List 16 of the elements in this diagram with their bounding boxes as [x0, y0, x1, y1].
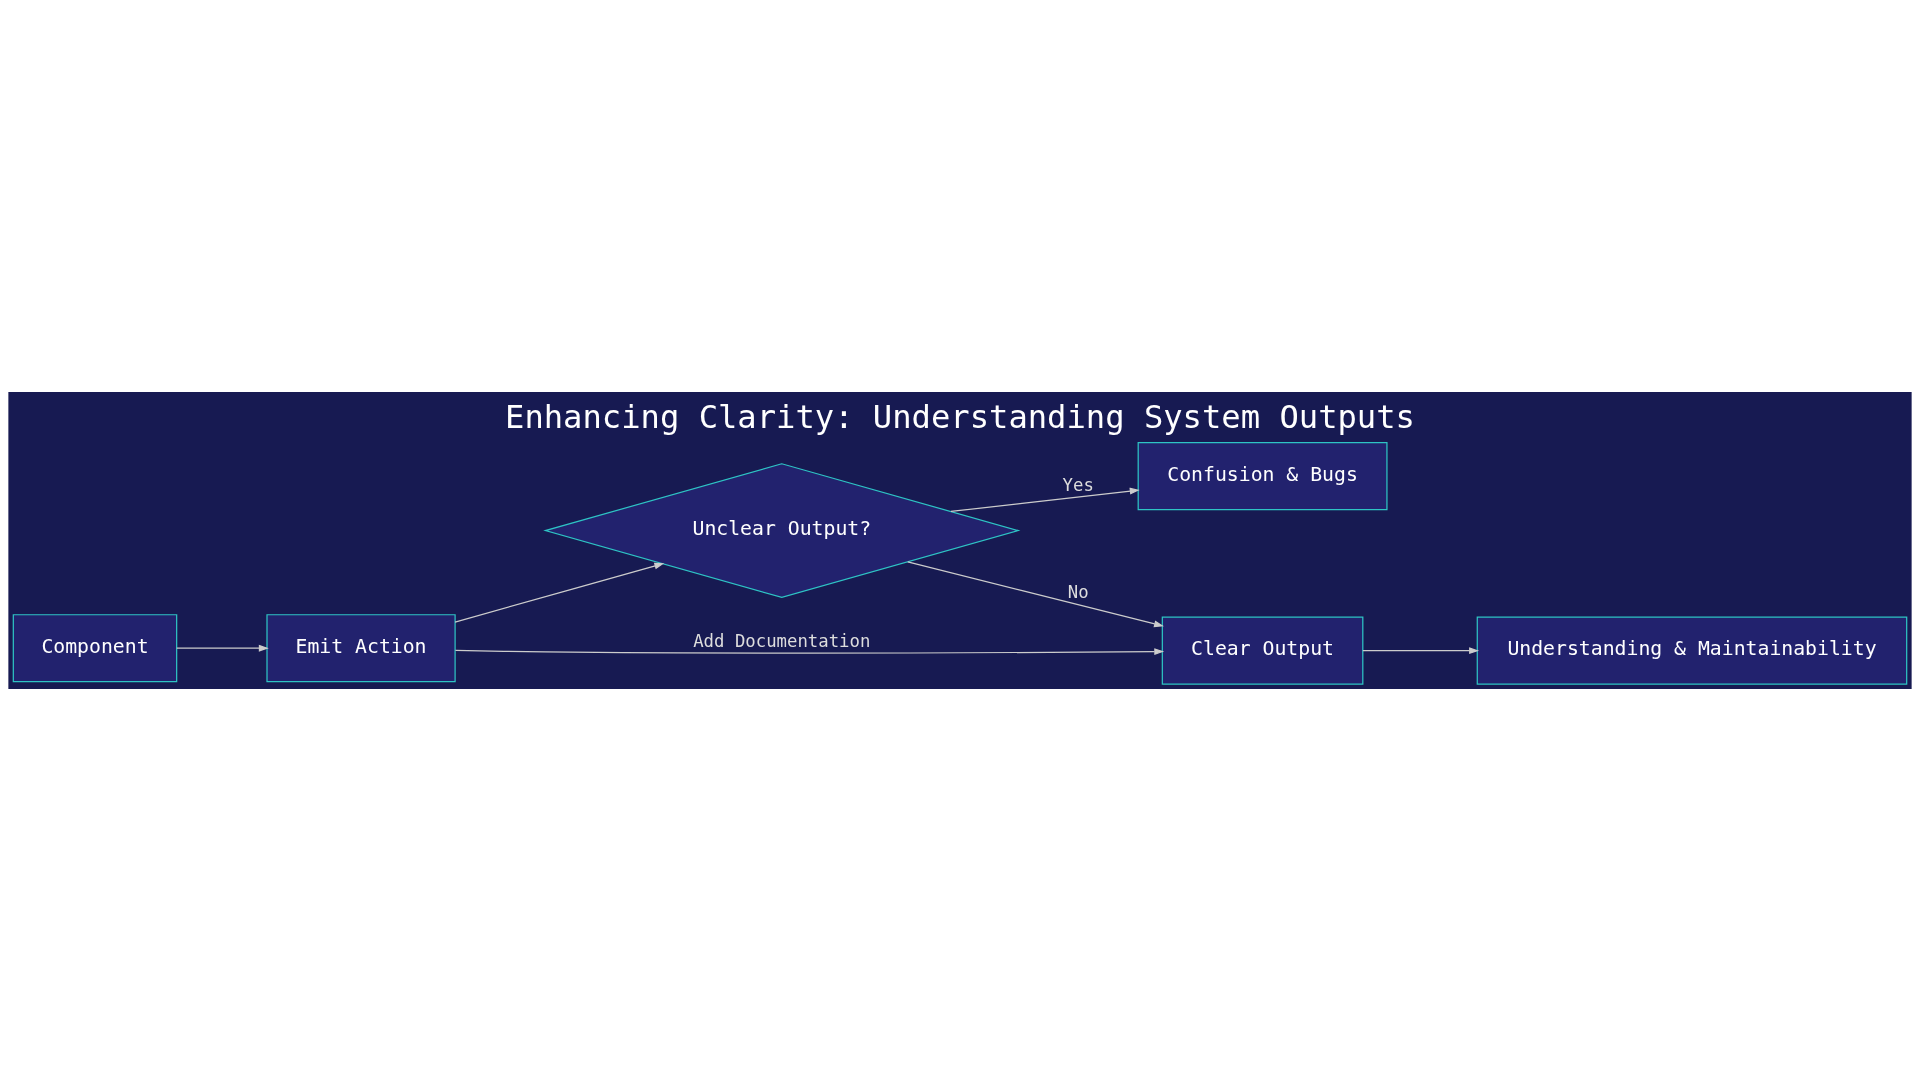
node-box: Component — [12, 613, 178, 682]
node-box: Confusion & Bugs — [1137, 441, 1388, 510]
node-box: Understanding & Maintainability — [1476, 616, 1908, 685]
arrow — [454, 562, 665, 623]
diagram-title: Enhancing Clarity: Understanding System Outputs — [505, 397, 1415, 436]
arrow — [950, 487, 1140, 512]
node-box: Clear Output — [1161, 616, 1364, 685]
arrow — [454, 647, 1165, 655]
node-diamond: Unclear Output? — [543, 462, 1021, 598]
edge-label: No — [1067, 581, 1089, 602]
node-box: Emit Action — [266, 613, 456, 682]
edge-label: Yes — [1062, 474, 1094, 495]
arrow — [1362, 646, 1480, 654]
arrow — [176, 644, 269, 652]
arrow — [907, 560, 1164, 627]
edge-label: Add Documentation — [693, 630, 871, 651]
